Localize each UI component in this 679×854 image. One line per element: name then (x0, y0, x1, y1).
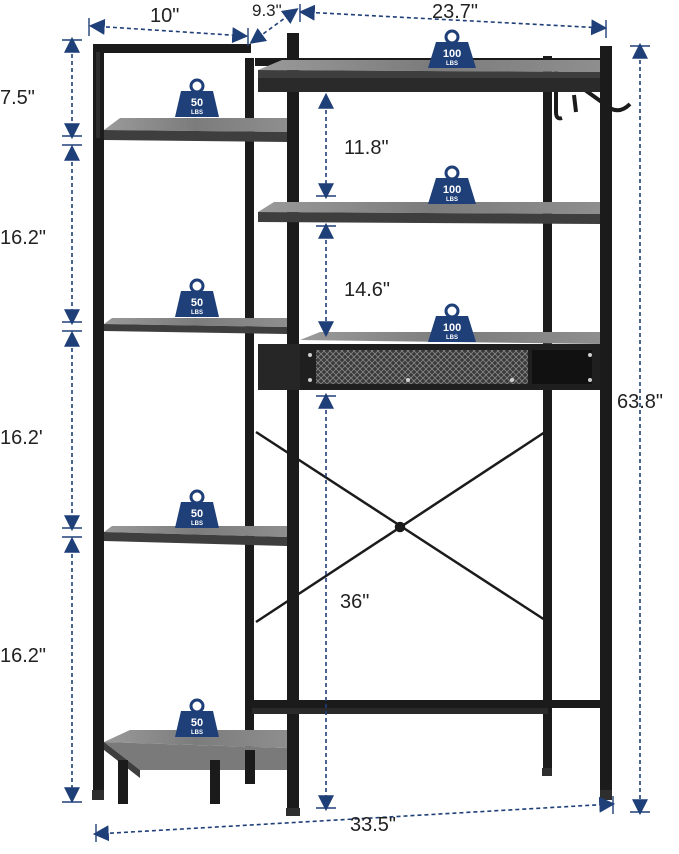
svg-text:100: 100 (443, 184, 461, 196)
dim-middle-gap-3: 36" (340, 591, 370, 613)
svg-text:LBS: LBS (446, 61, 458, 67)
weight-badge-top: 100 LBS (428, 29, 476, 68)
svg-text:50: 50 (191, 297, 203, 309)
weight-badge-left-2: 50 LBS (175, 278, 219, 317)
mesh-panel (316, 350, 528, 384)
svg-text:100: 100 (443, 322, 461, 334)
feet (92, 768, 612, 816)
svg-text:100: 100 (443, 48, 461, 60)
svg-text:50: 50 (191, 97, 203, 109)
dim-top-depth-middle: 9.3" (252, 1, 282, 20)
dim-left-gap-1: 7.5" (0, 87, 35, 109)
svg-text:LBS: LBS (191, 521, 203, 527)
main-shelf-2 (258, 202, 600, 224)
center-front-post (287, 33, 299, 813)
dim-middle-gap-1: 11.8" (344, 137, 389, 159)
dimension-ticks (62, 4, 650, 842)
dim-top-depth-left: 10" (150, 5, 180, 27)
left-top-rail (93, 44, 251, 53)
svg-text:LBS: LBS (191, 110, 203, 116)
dim-left-gap-3: 16.2' (0, 427, 43, 449)
dim-total-height: 63.8" (617, 391, 664, 413)
left-rear-post (245, 58, 254, 778)
dim-left-gap-2: 16.2" (0, 227, 47, 249)
left-shelf-2 (104, 318, 287, 334)
dim-top-width: 23.7" (432, 1, 479, 23)
left-shelf-1 (104, 118, 287, 142)
bottom-rail (250, 700, 606, 708)
weight-badge-left-1: 50 LBS (175, 78, 219, 117)
weight-badge-left-4: 50 LBS (175, 698, 219, 737)
svg-text:LBS: LBS (446, 197, 458, 203)
right-front-post (600, 46, 612, 794)
main-frame (250, 33, 612, 813)
svg-text:LBS: LBS (191, 310, 203, 316)
left-shelf-4-bottom (104, 730, 287, 804)
dim-left-gap-4: 16.2" (0, 645, 47, 667)
svg-text:50: 50 (191, 717, 203, 729)
right-rear-post (543, 56, 552, 772)
svg-text:LBS: LBS (446, 335, 458, 341)
weight-badge-middle-2: 100 LBS (428, 303, 476, 342)
cross-brace (255, 430, 546, 624)
weight-badge-left-3: 50 LBS (175, 489, 219, 528)
svg-text:50: 50 (191, 508, 203, 520)
svg-text:LBS: LBS (191, 730, 203, 736)
weight-badge-middle-1: 100 LBS (428, 165, 476, 204)
left-shelf-3 (104, 526, 287, 546)
dim-bottom-width: 33.5" (350, 814, 397, 836)
dim-middle-gap-2: 14.6" (344, 279, 391, 301)
dimension-lines (64, 4, 648, 842)
left-tower-frame (93, 44, 254, 794)
left-front-post (93, 46, 104, 794)
